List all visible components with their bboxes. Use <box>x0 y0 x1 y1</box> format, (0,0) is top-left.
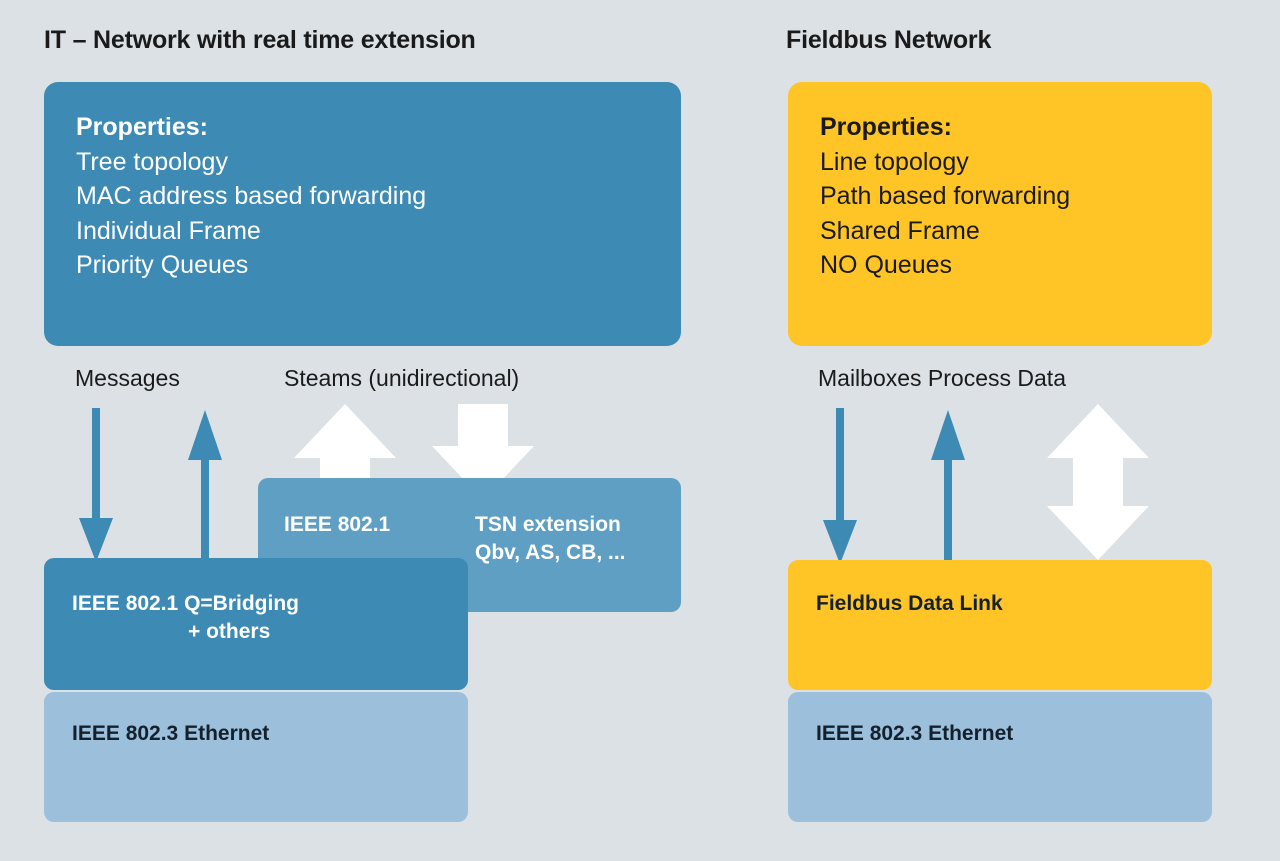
left-ethernet-label: IEEE 802.3 Ethernet <box>72 722 270 745</box>
fieldbus-properties-text: Properties: Line topology Path based for… <box>820 110 1070 283</box>
it-properties-panel: Properties: Tree topology MAC address ba… <box>44 82 681 346</box>
it-properties-heading: Properties: <box>76 113 208 141</box>
tsn-extension-label-line2: Qbv, AS, CB, ... <box>475 541 626 564</box>
fieldbus-properties-panel: Properties: Line topology Path based for… <box>788 82 1212 346</box>
fieldbus-property-line-1: Line topology <box>820 147 969 176</box>
it-properties-text: Properties: Tree topology MAC address ba… <box>76 110 426 283</box>
it-property-line-1: Tree topology <box>76 147 228 176</box>
fieldbus-datalink-label: Fieldbus Data Link <box>816 592 1003 615</box>
it-property-line-2: MAC address based forwarding <box>76 182 427 210</box>
process-data-double-block-arrow-icon <box>1047 404 1149 560</box>
it-property-line-3: Individual Frame <box>76 216 261 245</box>
ieee-802-1-label: IEEE 802.1 <box>284 513 391 536</box>
messages-flow-label: Messages <box>75 365 180 391</box>
fieldbus-property-line-4: NO Queues <box>820 251 953 279</box>
right-ethernet-box: IEEE 802.3 Ethernet <box>788 692 1212 822</box>
streams-flow-label: Steams (unidirectional) <box>284 365 520 391</box>
fieldbus-properties-heading: Properties: <box>820 113 952 141</box>
messages-up-arrow-icon <box>188 410 222 564</box>
bridging-label-line2: + others <box>188 620 271 643</box>
bridging-box: IEEE 802.1 Q=Bridging + others <box>44 558 468 690</box>
left-ethernet-box: IEEE 802.3 Ethernet <box>44 692 468 822</box>
fieldbus-property-line-2: Path based forwarding <box>820 182 1071 210</box>
bridging-label-line1: IEEE 802.1 Q=Bridging <box>72 592 299 615</box>
tsn-extension-label-line1: TSN extension <box>475 513 621 536</box>
mailboxes-flow-label: Mailboxes Process Data <box>818 365 1066 391</box>
fieldbus-datalink-box: Fieldbus Data Link <box>788 560 1212 690</box>
fieldbus-property-line-3: Shared Frame <box>820 216 980 245</box>
right-column-title: Fieldbus Network <box>786 26 992 54</box>
left-column-title: IT – Network with real time extension <box>44 26 476 54</box>
mailbox-down-arrow-icon <box>823 408 857 564</box>
mailbox-up-arrow-icon <box>931 410 965 564</box>
it-property-line-4: Priority Queues <box>76 251 249 279</box>
messages-down-arrow-icon <box>79 408 113 562</box>
right-ethernet-label: IEEE 802.3 Ethernet <box>816 722 1014 745</box>
